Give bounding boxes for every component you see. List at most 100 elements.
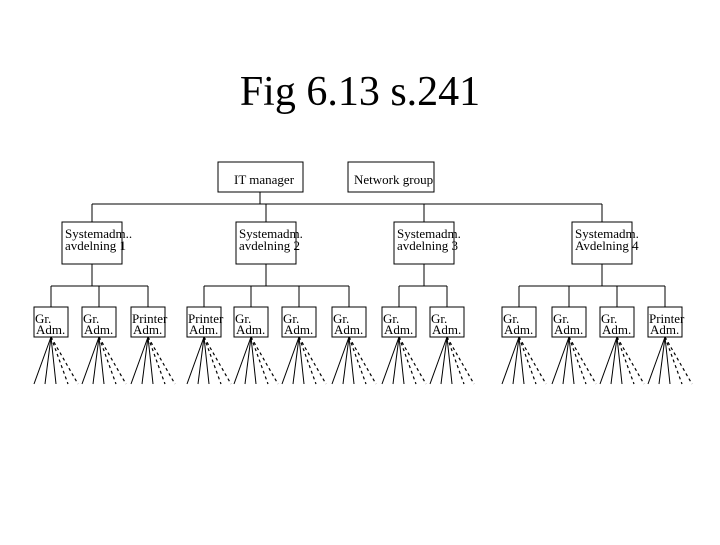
user-line bbox=[398, 336, 405, 385]
user-line bbox=[599, 336, 618, 385]
user-line bbox=[551, 336, 570, 385]
user-line-dashed bbox=[568, 336, 587, 385]
group-subtitle-10: Adm. bbox=[504, 322, 533, 337]
group-title-5: Gr. bbox=[235, 311, 251, 326]
user-line-dashed bbox=[203, 336, 222, 385]
department-2-subtitle: avdelning 2 bbox=[239, 238, 300, 253]
user-line bbox=[281, 336, 300, 385]
group-subtitle-12: Adm. bbox=[602, 322, 631, 337]
user-line bbox=[658, 336, 666, 385]
user-line bbox=[429, 336, 448, 385]
user-line bbox=[292, 336, 300, 385]
group-subtitle-7: Adm. bbox=[334, 322, 363, 337]
user-line-dashed bbox=[398, 336, 417, 385]
user-line bbox=[501, 336, 520, 385]
group-subtitle-6: Adm. bbox=[284, 322, 313, 337]
department-2-box bbox=[235, 221, 297, 265]
user-line bbox=[610, 336, 618, 385]
user-line bbox=[186, 336, 205, 385]
user-line bbox=[446, 336, 453, 385]
user-line bbox=[44, 336, 52, 385]
user-line bbox=[233, 336, 252, 385]
group-title-12: Gr. bbox=[601, 311, 617, 326]
user-line bbox=[130, 336, 149, 385]
user-line bbox=[440, 336, 448, 385]
group-box-2 bbox=[81, 306, 117, 338]
group-title-9: Gr. bbox=[431, 311, 447, 326]
user-line bbox=[616, 336, 623, 385]
network-group-box bbox=[347, 161, 435, 193]
group-subtitle-9: Adm. bbox=[432, 322, 461, 337]
user-line bbox=[33, 336, 52, 385]
group-subtitle-4: Adm. bbox=[189, 322, 218, 337]
user-line bbox=[81, 336, 100, 385]
department-3-box bbox=[393, 221, 455, 265]
department-2-title: Systemadm. bbox=[239, 226, 303, 241]
group-box-11 bbox=[551, 306, 587, 338]
it-manager-label: IT manager bbox=[234, 172, 295, 187]
user-line-dashed bbox=[446, 336, 465, 385]
user-line-dashed bbox=[298, 336, 317, 385]
network-group-label: Network group bbox=[354, 172, 433, 187]
group-box-12 bbox=[599, 306, 635, 338]
user-line-dashed bbox=[250, 336, 269, 385]
user-line bbox=[381, 336, 400, 385]
group-subtitle-3: Adm. bbox=[133, 322, 162, 337]
user-line bbox=[147, 336, 154, 385]
user-line-dashed bbox=[50, 336, 69, 385]
group-subtitle-5: Adm. bbox=[236, 322, 265, 337]
user-line bbox=[392, 336, 400, 385]
user-line bbox=[647, 336, 666, 385]
group-title-7: Gr. bbox=[333, 311, 349, 326]
group-title-8: Gr. bbox=[383, 311, 399, 326]
group-subtitle-8: Adm. bbox=[384, 322, 413, 337]
group-box-6 bbox=[281, 306, 317, 338]
group-subtitle-11: Adm. bbox=[554, 322, 583, 337]
user-line bbox=[141, 336, 149, 385]
group-title-6: Gr. bbox=[283, 311, 299, 326]
slide-title: Fig 6.13 s.241 bbox=[239, 69, 481, 115]
user-line bbox=[664, 336, 671, 385]
group-box-13 bbox=[647, 306, 683, 338]
user-line bbox=[203, 336, 210, 385]
department-3-title: Systemadm. bbox=[397, 226, 461, 241]
group-subtitle-13: Adm. bbox=[650, 322, 679, 337]
user-line bbox=[98, 336, 105, 385]
user-line bbox=[512, 336, 520, 385]
group-title-3: Printer bbox=[132, 311, 168, 326]
group-box-3 bbox=[130, 306, 166, 338]
user-line-dashed bbox=[616, 336, 635, 385]
group-title-11: Gr. bbox=[553, 311, 569, 326]
user-line bbox=[244, 336, 252, 385]
user-line-dashed bbox=[98, 336, 117, 385]
group-box-1 bbox=[33, 306, 69, 338]
user-line bbox=[197, 336, 205, 385]
group-title-2: Gr. bbox=[83, 311, 99, 326]
user-line bbox=[92, 336, 100, 385]
user-line bbox=[562, 336, 570, 385]
user-line bbox=[298, 336, 305, 385]
group-subtitle-1: Adm. bbox=[36, 322, 65, 337]
department-1-title: Systemadm.. bbox=[65, 226, 132, 241]
user-line bbox=[568, 336, 575, 385]
group-box-10 bbox=[501, 306, 537, 338]
department-1-box bbox=[61, 221, 123, 265]
user-line bbox=[250, 336, 257, 385]
user-line bbox=[342, 336, 350, 385]
department-3-subtitle: avdelning 3 bbox=[397, 238, 458, 253]
group-subtitle-2: Adm. bbox=[84, 322, 113, 337]
user-line-dashed bbox=[664, 336, 683, 385]
user-line-dashed bbox=[348, 336, 367, 385]
department-1-subtitle: avdelning 1 bbox=[65, 238, 126, 253]
department-4-subtitle: Avdelning 4 bbox=[575, 238, 639, 253]
group-box-4 bbox=[186, 306, 222, 338]
user-line bbox=[50, 336, 57, 385]
group-title-13: Printer bbox=[649, 311, 685, 326]
it-manager-box bbox=[217, 161, 304, 193]
department-4-title: Systemadm. bbox=[575, 226, 639, 241]
group-title-1: Gr. bbox=[35, 311, 51, 326]
user-line-dashed bbox=[147, 336, 166, 385]
group-title-10: Gr. bbox=[503, 311, 519, 326]
